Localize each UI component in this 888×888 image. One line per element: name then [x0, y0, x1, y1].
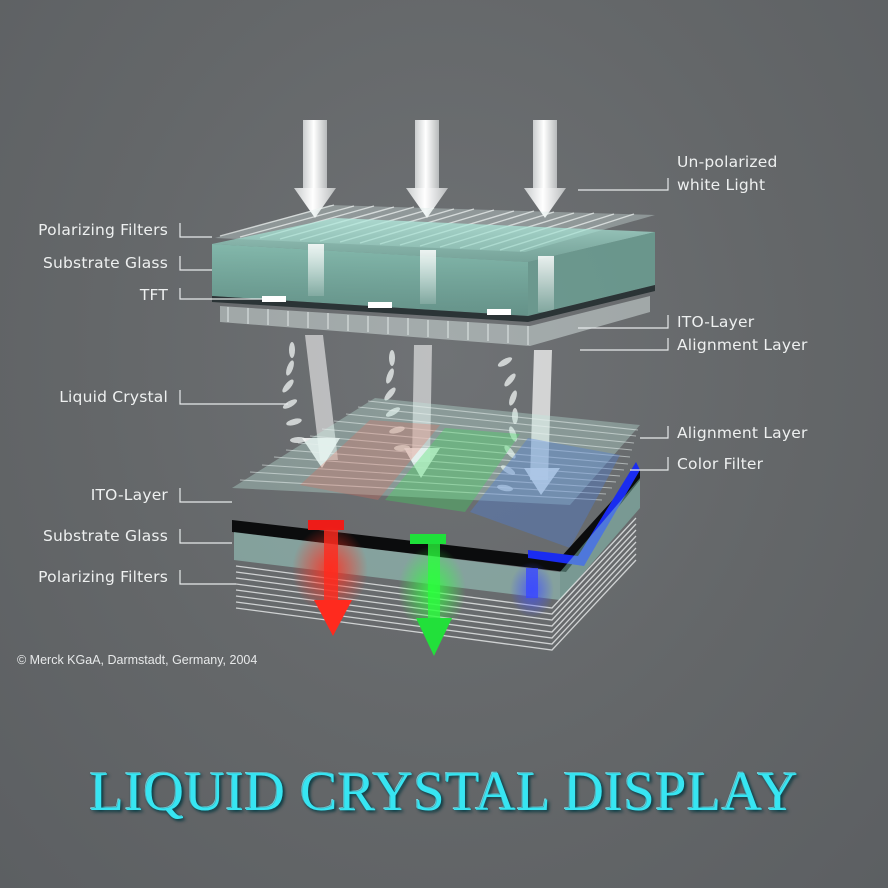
blue-output-beam — [526, 568, 538, 598]
label-liquid-crystal: Liquid Crystal — [59, 388, 168, 406]
incoming-light-arrows — [294, 120, 566, 218]
label-polarizing-filters-top: Polarizing Filters — [38, 221, 168, 239]
light-arrow-left — [294, 120, 336, 218]
tft-pad — [368, 302, 392, 308]
red-subpixel — [308, 520, 344, 530]
substrate-glass-top — [212, 218, 655, 316]
label-unpolarized-light-line2: white Light — [677, 176, 766, 194]
label-ito-layer-top: ITO-Layer — [677, 313, 755, 331]
label-substrate-glass-top: Substrate Glass — [42, 254, 168, 272]
green-subpixel — [410, 534, 446, 544]
label-unpolarized-light-line1: Un-polarized — [677, 153, 778, 171]
red-output-arrow — [314, 600, 352, 636]
tft-pad — [262, 296, 286, 302]
ito-alignment-top — [220, 296, 650, 346]
label-tft: TFT — [139, 286, 168, 304]
label-ito-layer-bottom: ITO-Layer — [90, 486, 168, 504]
light-arrow-right — [524, 120, 566, 218]
page-title: LIQUID CRYSTAL DISPLAY — [89, 761, 799, 823]
green-output-arrow — [416, 618, 452, 656]
light-arrow-middle — [406, 120, 448, 218]
tft-layer — [212, 285, 655, 322]
label-substrate-glass-bottom: Substrate Glass — [42, 527, 168, 545]
label-alignment-layer-top: Alignment Layer — [677, 336, 808, 354]
label-color-filter: Color Filter — [677, 455, 764, 473]
leader-lines — [179, 178, 669, 585]
tft-pad — [487, 309, 511, 315]
label-alignment-layer-bottom: Alignment Layer — [677, 424, 808, 442]
copyright-notice: © Merck KGaA, Darmstadt, Germany, 2004 — [17, 653, 258, 667]
output-light-arrows — [292, 526, 554, 656]
label-polarizing-filters-bottom: Polarizing Filters — [38, 568, 168, 586]
blue-subpixel — [528, 462, 640, 566]
alignment-layer-bottom — [232, 398, 640, 505]
